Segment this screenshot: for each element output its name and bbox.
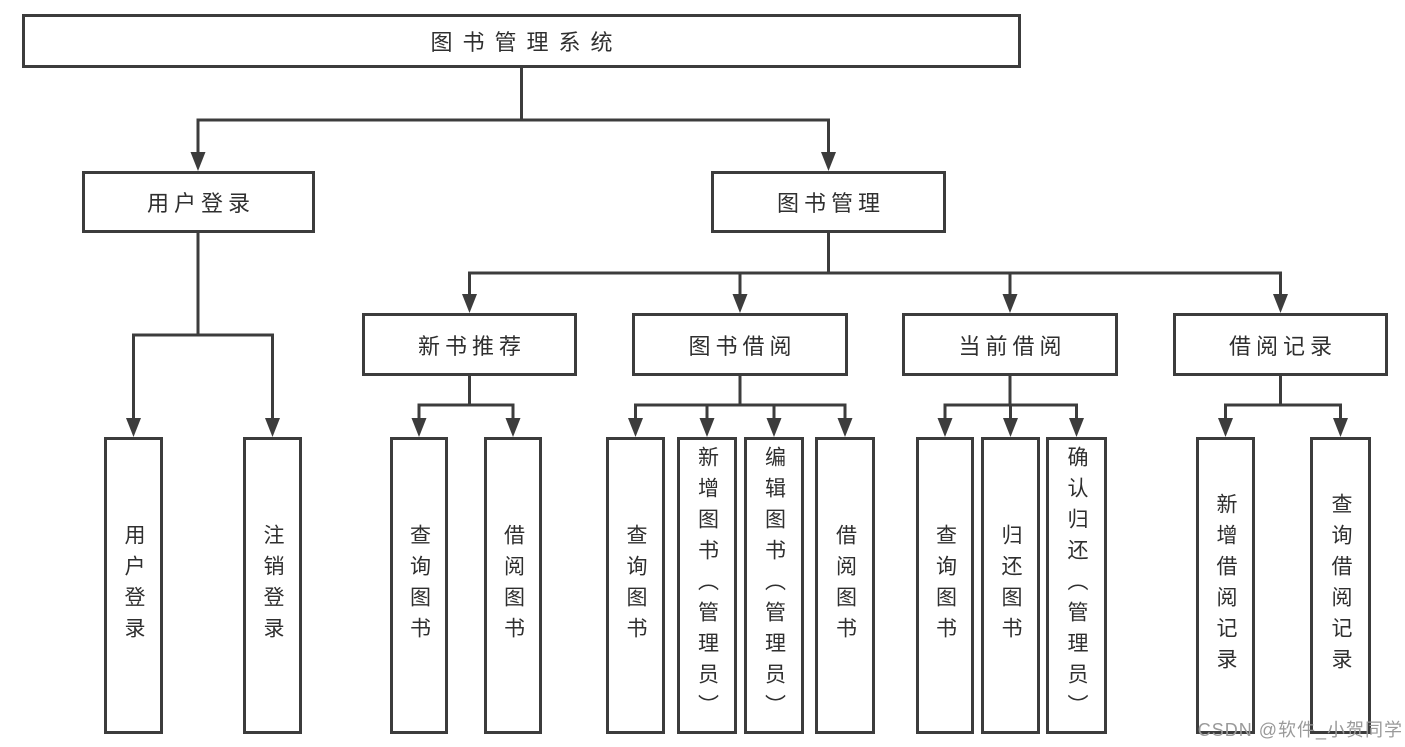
node-label: 查询图书 [933,523,957,648]
node-label: 新增图书（管理员） [695,446,719,725]
node-leaf-user-login: 用户登录 [104,437,163,734]
node-leaf-add-books-admin: 新增图书（管理员） [677,437,737,734]
node-label: 借阅图书 [833,523,857,648]
node-library-system: 图书管理系统 [22,14,1021,68]
node-borrowing-records: 借阅记录 [1173,313,1388,376]
node-leaf-borrow-books-borrowing: 借阅图书 [815,437,875,734]
arrowhead-icon [190,152,206,171]
node-label: 图书管理 [776,191,885,216]
node-label: 借阅图书 [501,523,525,648]
node-current-borrowing: 当前借阅 [902,313,1118,376]
node-leaf-query-books-borrowing: 查询图书 [606,437,665,734]
node-label: 图书管理系统 [430,30,623,55]
node-leaf-query-books-recommend: 查询图书 [390,437,448,734]
node-label: 查询图书 [407,523,431,648]
node-user-login: 用户登录 [82,171,315,233]
arrowhead-icon [821,152,836,171]
node-label: 用户登录 [146,191,255,216]
node-leaf-confirm-return-admin: 确认归还（管理员） [1046,437,1107,734]
arrowhead-icon [1218,418,1233,437]
arrowhead-icon [732,294,748,313]
node-label: 查询借阅记录 [1329,492,1352,679]
arrowhead-icon [837,418,853,437]
arrowhead-icon [462,294,477,313]
node-leaf-edit-books-admin: 编辑图书（管理员） [744,437,804,734]
node-book-management: 图书管理 [711,171,946,233]
node-label: 用户登录 [122,523,145,648]
node-leaf-return-books: 归还图书 [981,437,1040,734]
arrowhead-icon [1273,294,1288,313]
arrowhead-icon [628,418,643,437]
arrowhead-icon [1069,418,1084,437]
node-leaf-add-borrow-record: 新增借阅记录 [1196,437,1255,734]
node-label: 编辑图书（管理员） [762,446,786,725]
arrowhead-icon [937,418,953,437]
arrowhead-icon [699,418,715,437]
node-label: 确认归还（管理员） [1065,446,1088,725]
arrowhead-icon [1333,418,1348,437]
arrowhead-icon [126,418,141,437]
node-label: 图书借阅 [688,333,797,359]
arrowhead-icon [411,418,427,437]
node-label: 查询图书 [624,523,647,648]
node-leaf-query-borrow-record: 查询借阅记录 [1310,437,1371,734]
arrowhead-icon [505,418,521,437]
node-label: 借阅记录 [1228,333,1337,359]
arrowhead-icon [1002,294,1018,313]
node-new-book-recommend: 新书推荐 [362,313,577,376]
node-label: 新增借阅记录 [1214,492,1237,679]
node-book-borrowing: 图书借阅 [632,313,848,376]
node-leaf-query-books-current: 查询图书 [916,437,974,734]
node-leaf-borrow-books-recommend: 借阅图书 [484,437,542,734]
node-label: 当前借阅 [958,333,1067,359]
node-label: 注销登录 [261,523,284,648]
csdn-watermark: CSDN @软件_小贺同学 [1197,720,1403,740]
arrowhead-icon [766,418,782,437]
arrowhead-icon [1003,418,1018,437]
node-leaf-logout: 注销登录 [243,437,302,734]
arrowhead-icon [265,418,280,437]
node-label: 新书推荐 [417,333,526,359]
node-label: 归还图书 [999,523,1022,648]
